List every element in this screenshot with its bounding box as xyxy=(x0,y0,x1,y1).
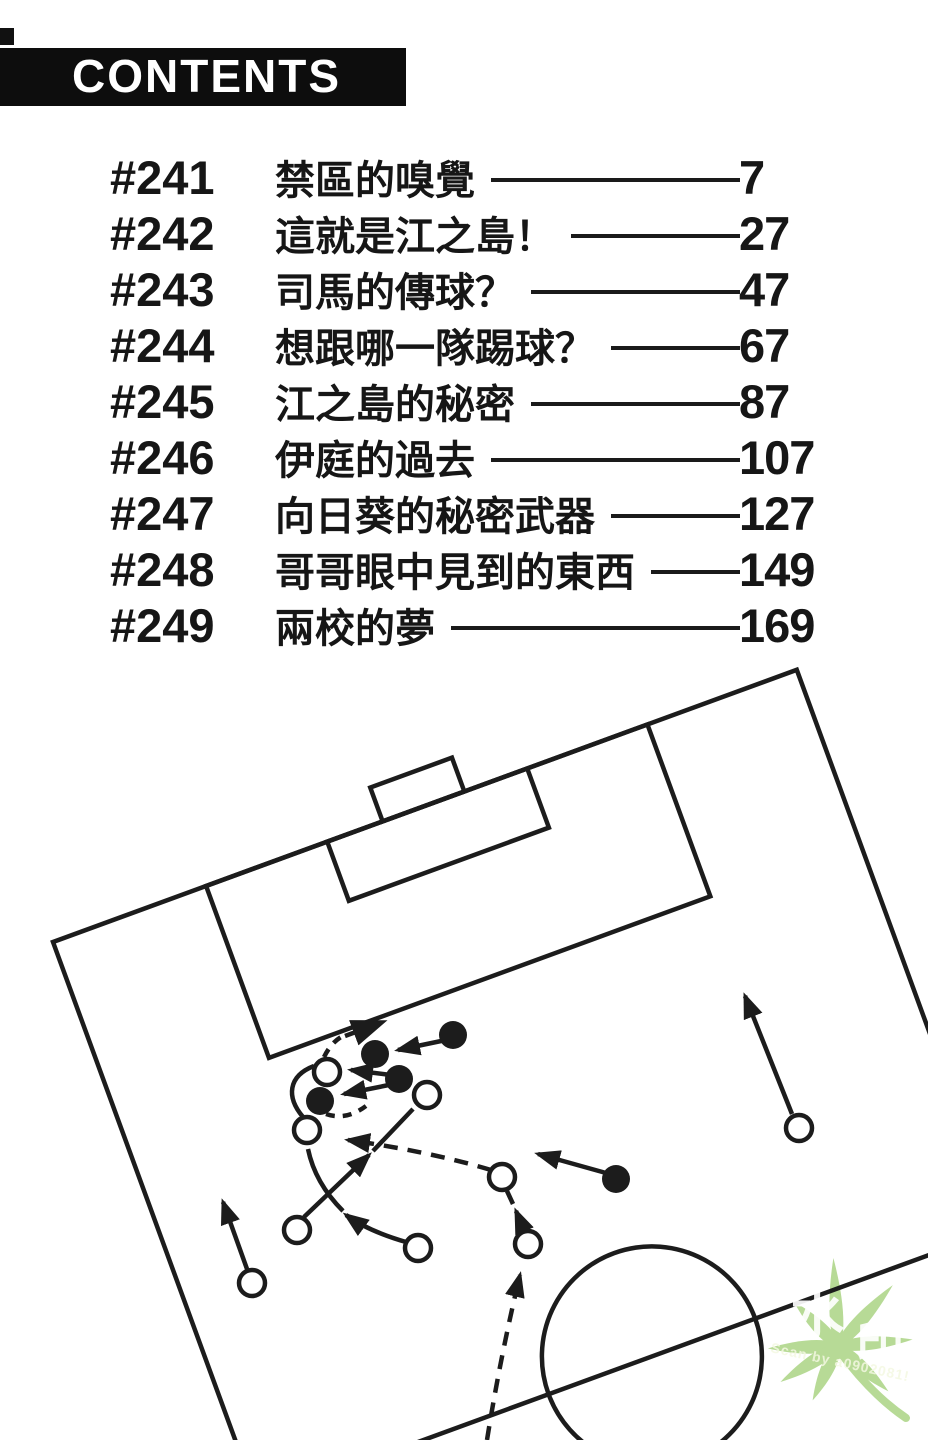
toc-entry[interactable]: #244 想跟哪一隊踢球？ 67 xyxy=(110,317,834,373)
toc-entry[interactable]: #248 哥哥眼中見到的東西 149 xyxy=(110,541,834,597)
page-number: 169 xyxy=(739,598,815,652)
run-arrow-tail xyxy=(504,1190,516,1205)
chapter-title: 哥哥眼中見到的東西 xyxy=(275,551,635,595)
chapter-number: #243 xyxy=(110,262,215,316)
player-marker-filled xyxy=(385,1065,413,1093)
dashed-pass-arrow xyxy=(344,1133,492,1173)
player-marker-open xyxy=(402,1232,434,1264)
run-arrow xyxy=(513,1207,534,1236)
toc-entry[interactable]: #241 禁區的嗅覺 7 xyxy=(110,149,834,205)
page-number: 7 xyxy=(739,150,765,204)
player-marker-open xyxy=(512,1228,544,1260)
chapter-number: #245 xyxy=(110,374,215,428)
player-marker-open xyxy=(486,1161,518,1193)
chapter-title: 伊庭的過去 xyxy=(275,439,475,483)
player-marker-open xyxy=(411,1079,443,1111)
page-number: 47 xyxy=(739,262,790,316)
chapter-number: #246 xyxy=(110,430,215,484)
player-markers xyxy=(236,1021,815,1299)
run-arrow-big xyxy=(344,1020,388,1046)
page-number: 87 xyxy=(739,374,790,428)
chapter-number: #241 xyxy=(110,150,215,204)
press-arrow xyxy=(347,1062,392,1083)
page-number: 27 xyxy=(739,206,790,260)
player-marker-open xyxy=(291,1114,323,1146)
player-marker-open xyxy=(783,1112,815,1144)
curved-run-tail xyxy=(305,1148,345,1213)
leader-line xyxy=(531,290,740,294)
goal xyxy=(367,754,468,825)
watermark-char-1: 水 xyxy=(790,1283,845,1346)
page-number: 127 xyxy=(739,486,815,540)
leader-line xyxy=(491,458,740,462)
chapter-title: 兩校的夢 xyxy=(275,607,435,651)
player-marker-filled xyxy=(439,1021,467,1049)
chapter-title: 司馬的傳球？ xyxy=(275,271,515,315)
halfway-line xyxy=(256,1226,928,1440)
leader-line xyxy=(651,570,740,574)
curved-run-arrow xyxy=(342,1212,407,1245)
player-marker-open xyxy=(281,1214,313,1246)
player-marker-filled xyxy=(602,1165,630,1193)
chapter-number: #244 xyxy=(110,318,215,372)
touchline-rect xyxy=(50,666,928,1440)
watermark-char-2: 印 xyxy=(856,1316,904,1372)
leader-line xyxy=(611,346,740,350)
press-arrow xyxy=(340,1079,395,1100)
toc-entry[interactable]: #247 向日葵的秘密武器 127 xyxy=(110,485,834,541)
chapter-title: 這就是江之島！ xyxy=(275,215,555,259)
goal-area xyxy=(324,765,552,904)
toc-entry[interactable]: #249 兩校的夢 169 xyxy=(110,597,834,653)
run-arrow xyxy=(742,992,795,1115)
toc-entry[interactable]: #243 司馬的傳球？ 47 xyxy=(110,261,834,317)
chapter-title: 想跟哪一隊踢球？ xyxy=(275,327,595,371)
toc-entry[interactable]: #245 江之島的秘密 87 xyxy=(110,373,834,429)
chapter-number: #248 xyxy=(110,542,215,596)
player-marker-open xyxy=(311,1056,343,1088)
dashed-run-curve xyxy=(321,1035,343,1059)
contents-header: CONTENTS xyxy=(0,48,406,106)
leader-line xyxy=(451,626,740,630)
press-arrow xyxy=(394,1035,447,1056)
toc-entry[interactable]: #246 伊庭的過去 107 xyxy=(110,429,834,485)
chapter-title: 江之島的秘密 xyxy=(275,383,515,427)
chapter-number: #242 xyxy=(110,206,215,260)
leader-line xyxy=(611,514,740,518)
run-arrow-tail xyxy=(371,1107,415,1153)
chapter-title: 禁區的嗅覺 xyxy=(275,159,475,203)
page-corner-mark xyxy=(0,28,14,45)
toc-list: #241 禁區的嗅覺 7 #242 這就是江之島！ 27 #243 司馬的傳球？ 47 #2… xyxy=(110,149,834,653)
dashed-run-arrow xyxy=(484,1271,525,1440)
page-number: 67 xyxy=(739,318,790,372)
penalty-area xyxy=(203,721,714,1061)
leader-line xyxy=(571,234,740,238)
chapter-number: #249 xyxy=(110,598,215,652)
player-marker-filled xyxy=(306,1087,334,1115)
watermark-scan-text: Scan by a0902081! xyxy=(769,1339,911,1384)
run-arrow xyxy=(302,1152,372,1219)
run-arrow xyxy=(220,1198,250,1270)
center-circle xyxy=(539,1244,765,1440)
chapter-title: 向日葵的秘密武器 xyxy=(275,495,595,539)
tactic-arrows xyxy=(220,992,795,1440)
pitch-lines xyxy=(50,666,928,1440)
curl-line xyxy=(289,1063,315,1119)
player-marker-filled xyxy=(361,1040,389,1068)
page-title: CONTENTS xyxy=(72,50,341,102)
dashed-arc xyxy=(325,1104,368,1119)
leader-line xyxy=(491,178,740,182)
run-arrow xyxy=(534,1150,607,1176)
page-number: 107 xyxy=(739,430,815,484)
page-number: 149 xyxy=(739,542,815,596)
chapter-number: #247 xyxy=(110,486,215,540)
player-marker-open xyxy=(236,1267,268,1299)
leader-line xyxy=(531,402,740,406)
watermark-leaf-icon xyxy=(767,1257,914,1422)
toc-entry[interactable]: #242 這就是江之島！ 27 xyxy=(110,205,834,261)
